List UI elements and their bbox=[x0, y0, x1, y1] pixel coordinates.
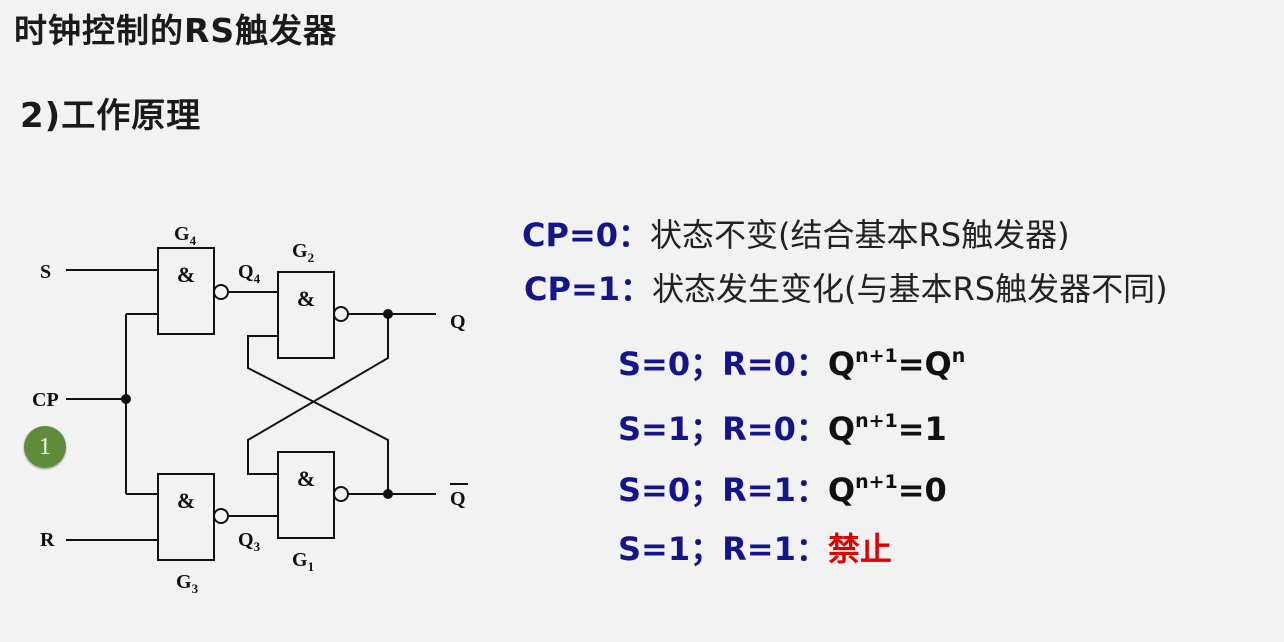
output-q-label: Q bbox=[450, 311, 466, 333]
rs-flipflop-circuit-diagram: & & & & S R CP Q Q G4 G3 G2 G1 Q4 Q3 bbox=[32, 223, 468, 596]
rule-cp0-key: CP=0： bbox=[522, 216, 651, 254]
bubble-g4 bbox=[213, 284, 229, 300]
truth-q: Q bbox=[827, 471, 856, 509]
gate-g1-symbol: & bbox=[297, 466, 315, 491]
input-cp-label: CP bbox=[32, 389, 59, 411]
truth-eq-sup: n bbox=[951, 345, 966, 367]
gate-g1-label: G1 bbox=[292, 549, 314, 574]
truth-row-s0-r1: S=0；R=1：Qn+1=0 bbox=[618, 465, 947, 511]
truth-eq: =1 bbox=[897, 410, 947, 448]
truth-q-sup: n+1 bbox=[855, 410, 898, 432]
gate-g3-label: G3 bbox=[176, 571, 199, 596]
bubble-g2 bbox=[333, 306, 349, 322]
junction-q bbox=[383, 309, 393, 319]
gate-g2-symbol: & bbox=[297, 286, 315, 311]
truth-eq: =0 bbox=[897, 471, 947, 509]
truth-condition: S=0；R=1： bbox=[618, 471, 828, 509]
slide-number-badge: 1 bbox=[24, 426, 66, 468]
gate-g2-label: G2 bbox=[292, 240, 314, 265]
gate-g3 bbox=[157, 473, 215, 561]
bubble-g3 bbox=[213, 508, 229, 524]
gate-g1 bbox=[277, 451, 335, 539]
node-q3-label: Q3 bbox=[238, 529, 261, 554]
truth-condition: S=1；R=1： bbox=[618, 530, 828, 568]
gate-g4 bbox=[157, 247, 215, 335]
section-heading: 2)工作原理 bbox=[20, 96, 202, 136]
wire-feedback-qbar bbox=[247, 335, 389, 494]
input-s-label: S bbox=[40, 261, 51, 283]
rule-cp0: CP=0：状态不变(结合基本RS触发器) bbox=[522, 210, 1070, 256]
slide-title: 时钟控制的RS触发器 bbox=[14, 11, 338, 50]
node-q4-label: Q4 bbox=[238, 261, 261, 286]
output-qbar-label: Q bbox=[450, 488, 466, 510]
truth-condition: S=0；R=0： bbox=[618, 345, 828, 383]
gate-g2 bbox=[277, 271, 335, 359]
truth-condition: S=1；R=0： bbox=[618, 410, 828, 448]
input-r-label: R bbox=[40, 529, 55, 551]
gate-g3-symbol: & bbox=[177, 488, 195, 513]
truth-q-sup: n+1 bbox=[855, 471, 898, 493]
gate-g4-label: G4 bbox=[174, 223, 197, 248]
truth-eq: =Q bbox=[897, 345, 952, 383]
truth-forbidden: 禁止 bbox=[827, 530, 892, 568]
truth-q: Q bbox=[827, 345, 856, 383]
bubble-g1 bbox=[333, 486, 349, 502]
rule-cp1-key: CP=1： bbox=[524, 270, 653, 308]
truth-q-sup: n+1 bbox=[855, 345, 898, 367]
truth-q: Q bbox=[827, 410, 856, 448]
truth-row-s0-r0: S=0；R=0：Qn+1=Qn bbox=[618, 339, 965, 385]
truth-row-s1-r0: S=1；R=0：Qn+1=1 bbox=[618, 404, 947, 450]
rule-cp1-text: 状态发生变化(与基本RS触发器不同) bbox=[652, 270, 1168, 308]
rule-cp0-text: 状态不变(结合基本RS触发器) bbox=[650, 216, 1070, 254]
wire-feedback-q bbox=[247, 314, 389, 475]
junction-cp bbox=[121, 394, 131, 404]
junction-qbar bbox=[383, 489, 393, 499]
gate-g4-symbol: & bbox=[177, 262, 195, 287]
truth-row-s1-r1: S=1；R=1：禁止 bbox=[618, 524, 892, 570]
rule-cp1: CP=1：状态发生变化(与基本RS触发器不同) bbox=[524, 264, 1168, 310]
